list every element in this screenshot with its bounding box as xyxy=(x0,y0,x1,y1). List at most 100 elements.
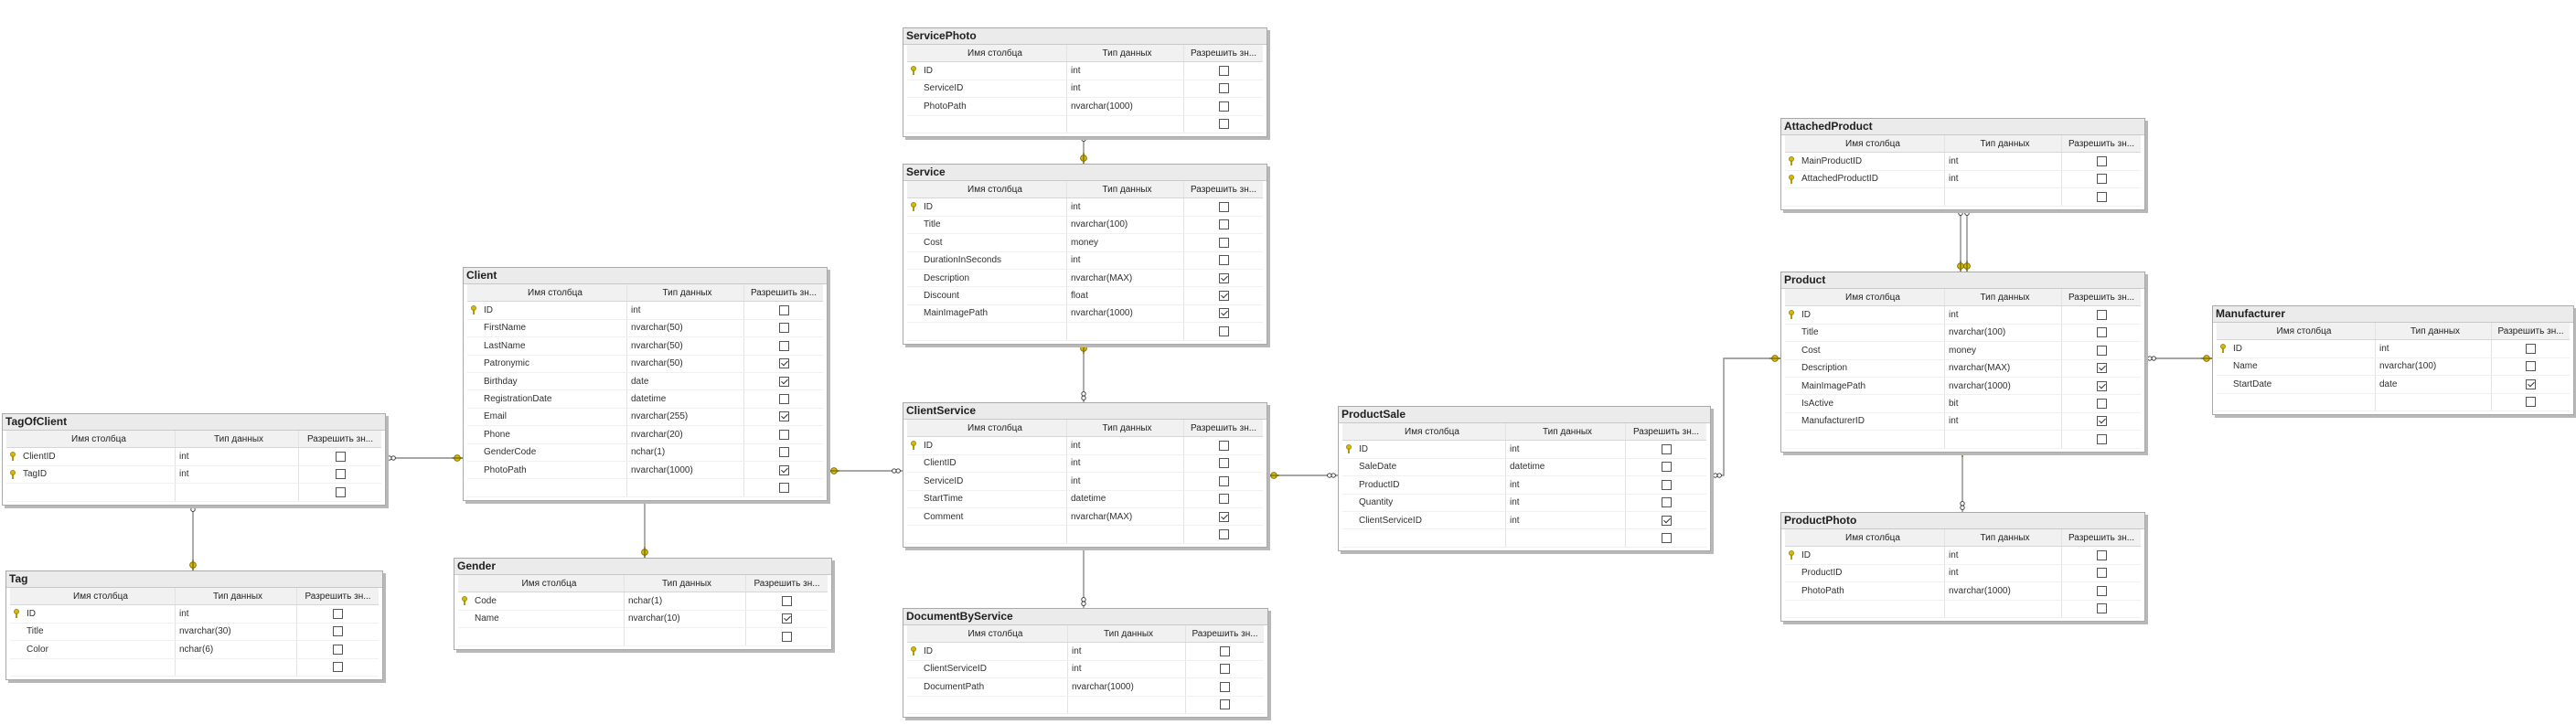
column-name[interactable]: MainImagePath xyxy=(907,304,1067,323)
allow-nulls-checkbox[interactable] xyxy=(1218,291,1229,302)
data-type[interactable]: nvarchar(1000) xyxy=(1067,304,1184,323)
allow-nulls-checkbox[interactable] xyxy=(1661,444,1672,455)
column-name[interactable]: ID xyxy=(907,198,1067,216)
allow-nulls-checkbox[interactable] xyxy=(2096,191,2107,202)
data-type[interactable]: nchar(6) xyxy=(176,641,297,658)
table-row[interactable] xyxy=(907,696,1264,714)
table-title[interactable]: Gender xyxy=(454,559,831,575)
allow-nulls-checkbox[interactable] xyxy=(778,376,789,387)
column-name[interactable]: MainImagePath xyxy=(1785,377,1945,395)
allow-nulls-checkbox[interactable] xyxy=(778,482,789,493)
data-type[interactable]: datetime xyxy=(1506,458,1626,476)
data-type[interactable] xyxy=(1945,188,2062,206)
data-type[interactable]: money xyxy=(1067,234,1184,251)
column-name[interactable]: Color xyxy=(10,641,176,658)
data-type[interactable]: int xyxy=(1945,564,2062,582)
column-name[interactable]: LastName xyxy=(467,337,627,355)
data-type[interactable]: date xyxy=(2376,376,2492,393)
allow-nulls-checkbox[interactable] xyxy=(778,411,789,422)
data-type[interactable]: int xyxy=(1067,454,1184,473)
data-type[interactable] xyxy=(1068,696,1186,713)
data-type[interactable]: datetime xyxy=(627,390,744,408)
column-name[interactable]: Title xyxy=(1785,324,1945,342)
allow-nulls-checkbox[interactable] xyxy=(333,644,343,655)
data-type[interactable]: nchar(1) xyxy=(625,592,746,610)
table-row[interactable] xyxy=(458,628,828,646)
allow-nulls-checkbox[interactable] xyxy=(1218,66,1229,77)
column-name[interactable]: ClientID xyxy=(6,448,176,465)
allow-nulls-checkbox[interactable] xyxy=(1218,101,1229,112)
table-title[interactable]: ProductPhoto xyxy=(1781,513,2144,529)
allow-nulls-checkbox[interactable] xyxy=(1220,681,1230,692)
column-name[interactable] xyxy=(907,115,1067,133)
column-name[interactable]: Name xyxy=(458,610,625,628)
table-row[interactable] xyxy=(1342,529,1706,548)
allow-nulls-checkbox[interactable] xyxy=(1218,255,1229,266)
allow-nulls-checkbox[interactable] xyxy=(1218,511,1229,522)
data-type[interactable]: int xyxy=(2376,340,2492,357)
data-type[interactable]: int xyxy=(1506,511,1626,529)
data-type[interactable]: nvarchar(MAX) xyxy=(1945,359,2062,377)
column-name[interactable]: DocumentPath xyxy=(907,678,1068,696)
table-title[interactable]: TagOfClient xyxy=(3,414,385,431)
data-type[interactable] xyxy=(2376,393,2492,410)
allow-nulls-checkbox[interactable] xyxy=(2096,174,2107,185)
allow-nulls-checkbox[interactable] xyxy=(1218,308,1229,319)
allow-nulls-checkbox[interactable] xyxy=(1218,119,1229,130)
table-title[interactable]: DocumentByService xyxy=(903,609,1267,625)
allow-nulls-checkbox[interactable] xyxy=(2096,568,2107,579)
allow-nulls-checkbox[interactable] xyxy=(778,323,789,334)
allow-nulls-checkbox[interactable] xyxy=(2526,344,2536,355)
data-type[interactable]: nvarchar(1000) xyxy=(1067,98,1184,115)
data-type[interactable]: nvarchar(10) xyxy=(625,610,746,628)
table-title[interactable]: AttachedProduct xyxy=(1781,119,2144,135)
data-type[interactable]: nvarchar(1000) xyxy=(1068,678,1186,696)
allow-nulls-checkbox[interactable] xyxy=(1218,494,1229,505)
allow-nulls-checkbox[interactable] xyxy=(782,613,792,624)
table-row[interactable] xyxy=(6,484,381,502)
data-type[interactable]: int xyxy=(1068,643,1186,660)
table-row[interactable] xyxy=(1785,600,2141,618)
allow-nulls-checkbox[interactable] xyxy=(2096,585,2107,596)
allow-nulls-checkbox[interactable] xyxy=(2096,433,2107,444)
allow-nulls-checkbox[interactable] xyxy=(333,662,343,673)
allow-nulls-checkbox[interactable] xyxy=(333,609,343,620)
allow-nulls-checkbox[interactable] xyxy=(1661,533,1672,544)
allow-nulls-checkbox[interactable] xyxy=(2096,399,2107,410)
allow-nulls-checkbox[interactable] xyxy=(2526,378,2536,389)
column-name[interactable] xyxy=(907,696,1068,713)
column-name[interactable] xyxy=(1342,529,1506,547)
allow-nulls-checkbox[interactable] xyxy=(1218,475,1229,486)
column-name[interactable]: Email xyxy=(467,408,627,426)
allow-nulls-checkbox[interactable] xyxy=(778,429,789,440)
data-type[interactable]: int xyxy=(1945,170,2062,188)
column-name[interactable]: Discount xyxy=(907,287,1067,304)
allow-nulls-checkbox[interactable] xyxy=(778,464,789,475)
allow-nulls-checkbox[interactable] xyxy=(335,452,346,463)
allow-nulls-checkbox[interactable] xyxy=(335,486,346,497)
data-type[interactable]: nvarchar(1000) xyxy=(1945,582,2062,600)
data-type[interactable]: int xyxy=(176,448,299,465)
allow-nulls-checkbox[interactable] xyxy=(778,358,789,369)
data-type[interactable]: float xyxy=(1067,287,1184,304)
column-name[interactable]: ClientID xyxy=(907,454,1067,473)
